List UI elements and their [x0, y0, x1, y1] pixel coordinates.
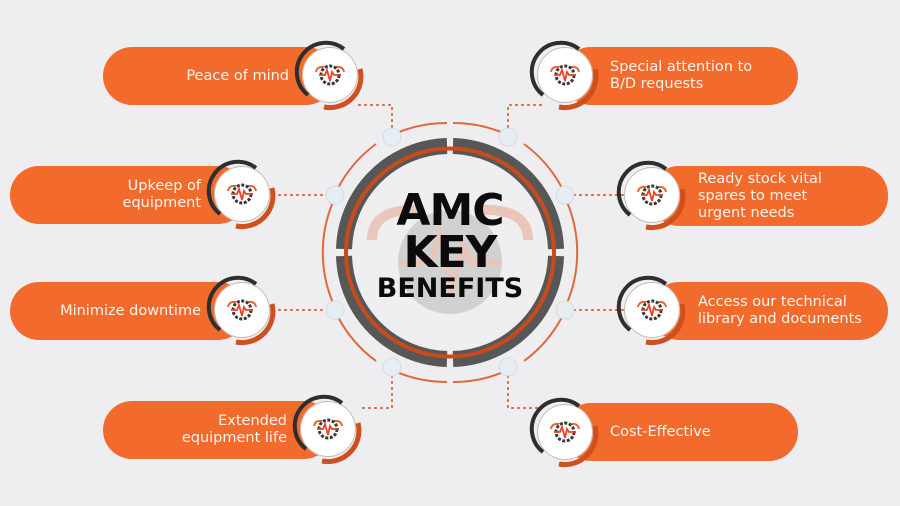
badge-minimize-downtime — [206, 275, 276, 346]
gear-pulse-logo-icon — [637, 184, 667, 206]
benefit-cost-effective: Cost-Effective — [562, 403, 798, 461]
benefit-label: Upkeep of equipment — [122, 178, 201, 211]
benefit-technical-library: Access our technical library and documen… — [650, 282, 888, 340]
badge-extended-life — [292, 394, 362, 465]
badge-ring-arcs — [529, 40, 599, 111]
badge-ring-arcs — [206, 159, 276, 230]
center-orange-ring — [344, 146, 556, 359]
dotted-connectors — [272, 104, 625, 409]
badge-ring-arcs — [294, 40, 364, 111]
badge-ring-arcs — [616, 160, 686, 231]
gear-pulse-logo-icon — [315, 64, 345, 86]
badge-ready-stock — [616, 160, 686, 231]
benefit-ready-stock-spares: Ready stock vital spares to meet urgent … — [650, 166, 888, 226]
badge-peace-of-mind — [294, 40, 364, 111]
ring-nodes — [325, 127, 575, 377]
benefit-label: Peace of mind — [186, 67, 289, 84]
benefit-label: Minimize downtime — [60, 302, 201, 319]
center-gray-ring — [336, 138, 564, 367]
badge-ring-arcs — [529, 397, 599, 468]
badge-ring-arcs — [616, 275, 686, 346]
gear-pulse-logo-icon — [550, 64, 580, 86]
gear-pulse-logo-icon — [227, 183, 257, 205]
title-line-amc: AMC — [396, 185, 504, 236]
gear-pulse-logo-icon — [227, 299, 257, 321]
gear-pulse-logo-icon — [313, 418, 343, 440]
badge-ring-arcs — [206, 275, 276, 346]
badge-upkeep — [206, 159, 276, 230]
badge-cost-effective — [529, 397, 599, 468]
watermark-logo — [367, 204, 533, 314]
benefit-label: Cost-Effective — [610, 423, 711, 440]
title-line-benefits: BENEFITS — [376, 273, 524, 304]
badge-special-attention — [529, 40, 599, 111]
benefit-label: Access our technical library and documen… — [698, 294, 862, 327]
center-title: AMC KEY BENEFITS — [350, 185, 550, 304]
title-line-key: KEY — [403, 227, 497, 278]
gear-pulse-logo-icon — [550, 421, 580, 443]
badge-ring-arcs — [292, 394, 362, 465]
gear-pulse-logo-icon — [637, 299, 667, 321]
badge-technical-library — [616, 275, 686, 346]
benefit-label: Extended equipment life — [181, 413, 287, 446]
benefit-label: Ready stock vital spares to meet urgent … — [698, 170, 822, 221]
benefit-special-attention: Special attention to B/D requests — [562, 47, 798, 105]
benefit-label: Special attention to B/D requests — [610, 59, 753, 92]
